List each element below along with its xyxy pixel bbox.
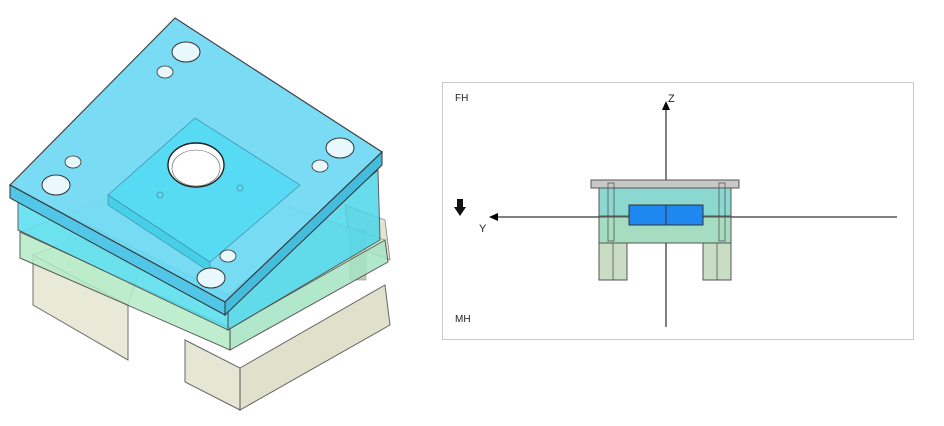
- section-view-panel: FH MH Z Y: [442, 82, 914, 340]
- top-clamp-plate: [9, 17, 383, 317]
- z-axis-label: Z: [668, 93, 675, 105]
- section-cavity-insert-left: [628, 204, 667, 226]
- section-cavity-insert-right: [665, 204, 704, 226]
- section-guide-pin-right: [718, 182, 726, 242]
- z-axis-arrowhead: [662, 101, 670, 110]
- y-axis-arrowhead: [489, 213, 498, 221]
- section-guide-pin-left: [607, 182, 615, 242]
- section-drawing: [454, 101, 897, 327]
- section-clamp-plate: [590, 179, 740, 189]
- support-block-right: [184, 284, 391, 411]
- down-arrow-icon: [454, 199, 466, 216]
- mold-3d-view: [9, 17, 391, 411]
- moving-half-label: MH: [455, 314, 471, 325]
- fixed-half-label: FH: [455, 93, 469, 104]
- y-axis-label: Y: [479, 223, 487, 235]
